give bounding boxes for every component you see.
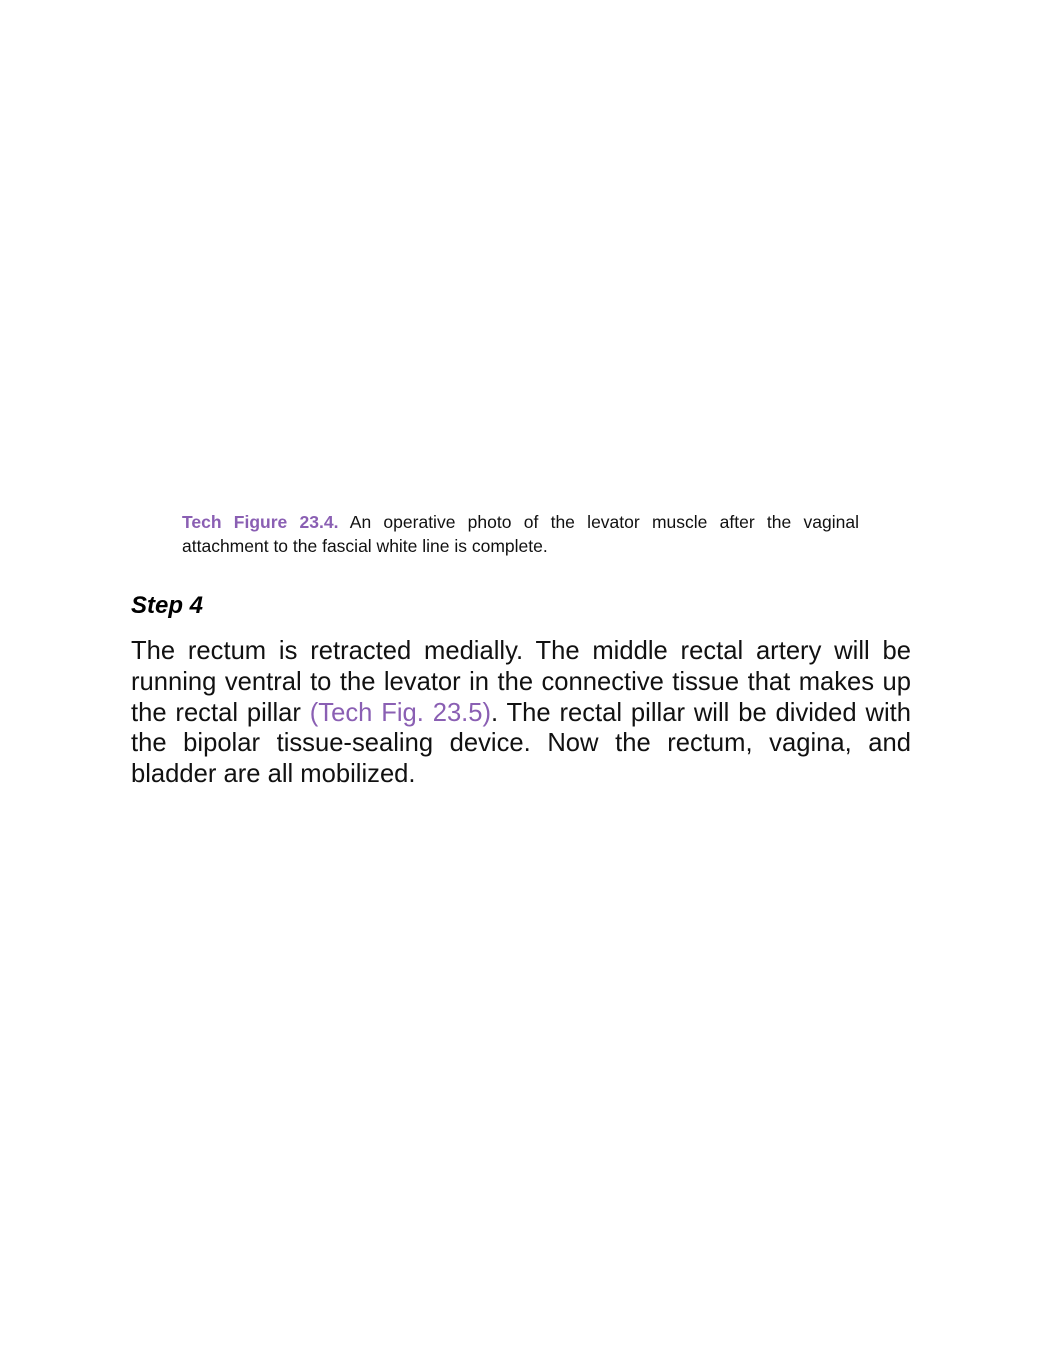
figure-caption-text: An operative photo of the levator muscle… <box>182 512 859 556</box>
figure-caption-label: Tech Figure 23.4. <box>182 512 339 532</box>
step-body-paragraph: The rectum is retracted medially. The mi… <box>131 636 911 790</box>
step-body-text-after-ref: . The rectal pillar will be divided with… <box>131 698 911 789</box>
step-heading: Step 4 <box>131 592 204 619</box>
step-body-text-before-ref: The rectum is retracted medially. The mi… <box>131 637 911 727</box>
figure-caption: Tech Figure 23.4. An operative photo of … <box>182 511 859 558</box>
figure-reference-link[interactable]: (Tech Fig. 23.5) <box>309 698 492 727</box>
